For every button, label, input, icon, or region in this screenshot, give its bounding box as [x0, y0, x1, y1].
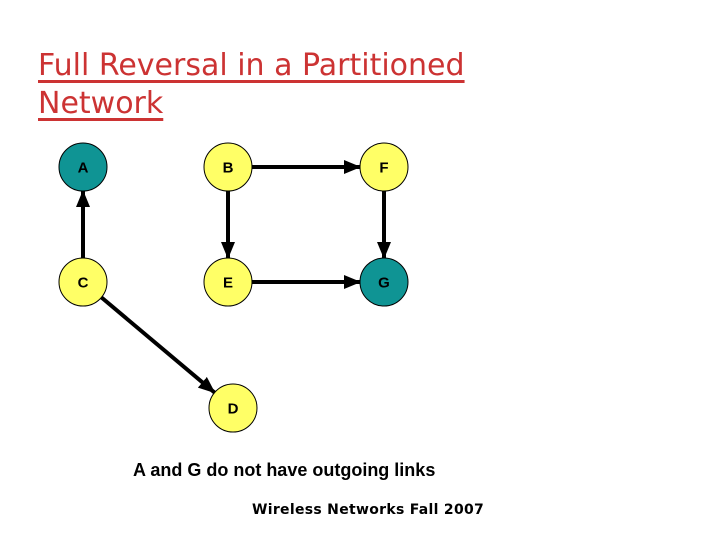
- node-A-label: A: [78, 160, 89, 177]
- node-F: [359, 142, 409, 192]
- slide-title-line-1: Full Reversal in a Partitioned: [38, 48, 465, 84]
- node-B: [203, 142, 253, 192]
- node-E: [203, 257, 253, 307]
- footer-text: Wireless Networks Fall 2007: [252, 502, 485, 518]
- node-C: [58, 257, 108, 307]
- node-F-label: F: [379, 160, 388, 177]
- slide-title-line-2: Network: [38, 86, 164, 122]
- node-D: [208, 383, 258, 433]
- edge-C-D: [100, 295, 216, 395]
- node-G-label: G: [378, 275, 390, 292]
- node-B-label: B: [223, 160, 234, 177]
- statement-text: A and G do not have outgoing links: [133, 460, 436, 480]
- node-layer: A B F C E G D: [58, 142, 409, 433]
- node-A: [58, 142, 108, 192]
- slide-title: Full Reversal in a Partitioned Network: [38, 47, 638, 123]
- edge-layer: [76, 160, 391, 395]
- node-D-label: D: [228, 401, 239, 418]
- node-E-label: E: [223, 275, 233, 292]
- node-C-label: C: [78, 275, 89, 292]
- node-G: [359, 257, 409, 307]
